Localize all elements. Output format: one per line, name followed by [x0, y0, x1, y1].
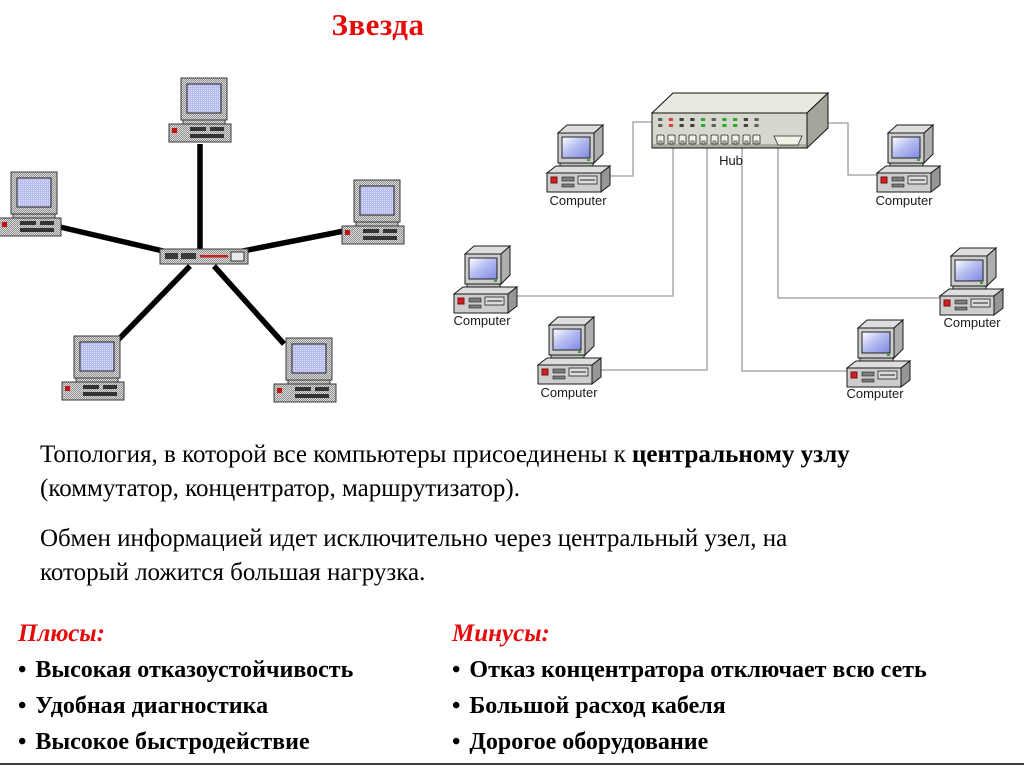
- cable-line: [59, 224, 177, 257]
- computer-label: Computer: [453, 313, 511, 328]
- hub-label: Hub: [719, 153, 743, 168]
- hub-led: [722, 118, 727, 121]
- list-item: • Большой расход кабеля: [452, 688, 1024, 724]
- note-line-2: который ложится большая нагрузка.: [40, 559, 426, 586]
- slide-title: Звезда: [331, 7, 425, 42]
- hub-led: [668, 124, 674, 127]
- switch-icon: [159, 248, 249, 265]
- computer-label: Computer: [943, 315, 1001, 330]
- bullet: •: [18, 657, 27, 683]
- list-item-text: Высокая отказоустойчивость: [35, 657, 354, 683]
- list-item-text: Отказ концентратора отключает всю сеть: [469, 657, 927, 683]
- computer-icon: [546, 124, 611, 193]
- definition-bold-text: центральному узлу: [632, 441, 850, 468]
- list-item: • Отказ концентратора отключает всю сеть: [452, 652, 1024, 688]
- note-paragraph: Обмен информацией идет исключительно чер…: [40, 522, 1005, 590]
- hub-leds: [658, 118, 759, 127]
- bullet: •: [452, 693, 461, 719]
- hub-ports: [656, 134, 803, 146]
- computer-icon: [61, 335, 125, 401]
- cons-heading: Минусы:: [452, 620, 550, 647]
- cable-line: [610, 121, 652, 177]
- note-line-1: Обмен информацией идет исключительно чер…: [40, 525, 788, 552]
- computer-icon: [273, 337, 337, 403]
- definition-text: Топология, в которой все компьютеры прис…: [40, 441, 633, 468]
- hub-led: [732, 118, 738, 121]
- cable-line: [237, 228, 345, 255]
- hub-led: [679, 118, 684, 121]
- hub-led: [754, 124, 759, 127]
- hub-led: [722, 124, 727, 127]
- hub-led: [679, 124, 684, 127]
- hub-led: [743, 118, 749, 121]
- hub-star-diagram: Hub Computer Computer Computer Computer …: [453, 91, 1004, 401]
- hub-led: [668, 118, 674, 121]
- cable-line: [517, 148, 674, 297]
- computer-icon: [168, 77, 232, 143]
- bullet: •: [452, 729, 461, 755]
- hub-led: [690, 124, 695, 127]
- computer-icon: [0, 171, 62, 237]
- hub-led: [658, 118, 663, 121]
- hub-led: [700, 118, 706, 121]
- slide-bottom-border: [0, 763, 1024, 765]
- definition-line-1: Топология, в которой все компьютеры прис…: [40, 438, 1005, 472]
- hub-led: [743, 124, 749, 127]
- cons-list: Минусы: • Отказ концентратора отключает в…: [452, 616, 1024, 760]
- hub-led: [732, 124, 738, 127]
- computer-icon: [846, 319, 911, 388]
- hub-led: [711, 118, 716, 121]
- pros-heading: Плюсы:: [18, 620, 105, 647]
- computer-icon: [341, 179, 405, 245]
- pros-list: Плюсы: • Высокая отказоустойчивость • Удоб…: [18, 616, 448, 760]
- computer-icon: [939, 247, 1004, 316]
- hub-led: [700, 124, 706, 127]
- hub-led: [754, 118, 759, 121]
- hub-cables: [517, 121, 940, 372]
- cable-line: [116, 264, 192, 342]
- computer-icon: [537, 316, 602, 385]
- cable-line: [777, 148, 940, 299]
- computer-label: Computer: [540, 385, 598, 400]
- uplink-port: [773, 135, 803, 146]
- hub-led: [711, 124, 716, 127]
- list-item: • Дорогое оборудование: [452, 724, 1024, 760]
- list-item: • Удобная диагностика: [18, 688, 448, 724]
- bullet: •: [452, 657, 461, 683]
- list-item-text: Удобная диагностика: [35, 693, 269, 719]
- list-item: • Высокое быстродействие: [18, 724, 448, 760]
- computer-label: Computer: [846, 386, 904, 401]
- definition-line-2: (коммутатор, концентратор, маршрутизатор…: [40, 475, 520, 502]
- bullet: •: [18, 729, 27, 755]
- computer-label: Computer: [875, 193, 933, 208]
- list-item-text: Высокое быстродействие: [35, 729, 310, 755]
- bullet: •: [18, 693, 27, 719]
- list-item-text: Большой расход кабеля: [469, 693, 726, 719]
- star-cables: [59, 144, 345, 346]
- star-topology-diagram: [0, 77, 405, 403]
- hub-led: [690, 118, 695, 121]
- list-item: • Высокая отказоустойчивость: [18, 652, 448, 688]
- computer-icon: [453, 245, 518, 314]
- computer-icon: [876, 124, 941, 193]
- definition-paragraph: Топология, в которой все компьютеры прис…: [40, 438, 1005, 506]
- list-item-text: Дорогое оборудование: [469, 729, 709, 755]
- cable-line: [211, 264, 287, 346]
- cable-line: [601, 148, 708, 371]
- computer-label: Computer: [549, 193, 607, 208]
- hub-icon: [650, 91, 830, 150]
- hub-led: [658, 124, 663, 127]
- cable-line: [828, 122, 877, 176]
- cable-line: [741, 148, 847, 372]
